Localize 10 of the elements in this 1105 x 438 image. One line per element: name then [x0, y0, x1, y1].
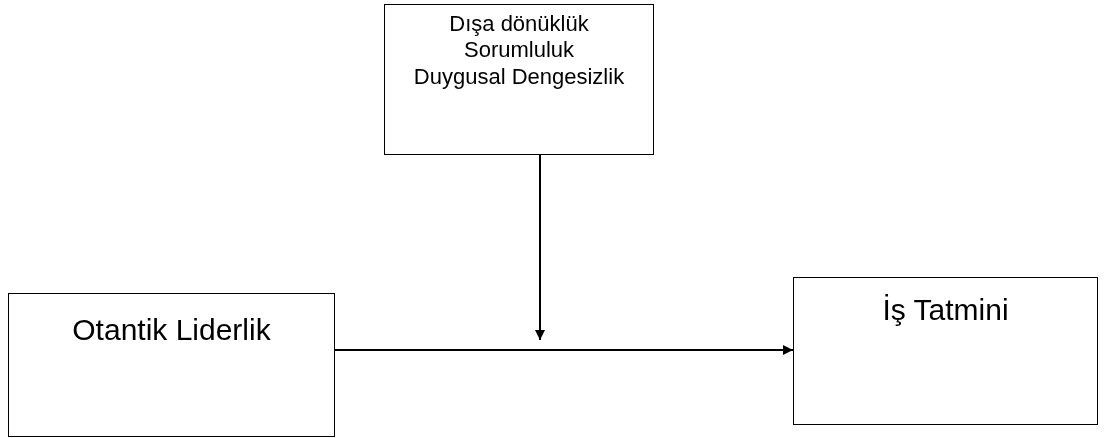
box-label: Sorumluluk: [462, 37, 575, 64]
box-label: Duygusal Dengesizlik: [412, 63, 626, 91]
box-label: İş Tatmini: [881, 292, 1010, 328]
concept-box: [8, 293, 335, 437]
box-label: Otantik Liderlik: [71, 312, 272, 348]
arrow: [535, 154, 545, 341]
arrow: [334, 345, 794, 355]
box-label: Dışa dönüklük: [448, 11, 590, 38]
concept-box: [384, 4, 654, 155]
concept-box: [793, 277, 1098, 425]
